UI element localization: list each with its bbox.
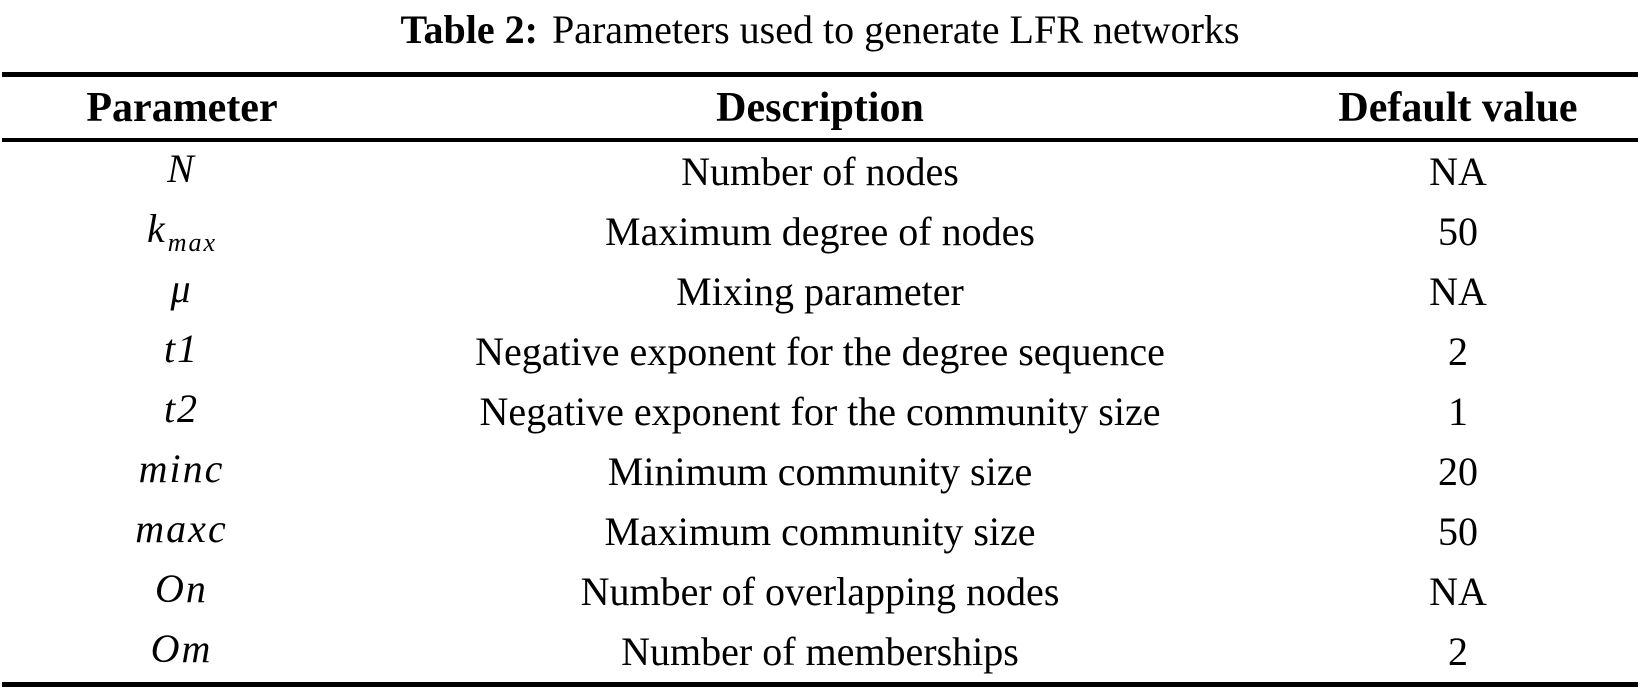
table-caption-label: Table 2: xyxy=(400,7,538,52)
table-row: t1 Negative exponent for the degree sequ… xyxy=(2,322,1638,382)
table-header-row: Parameter Description Default value xyxy=(2,77,1638,138)
table-caption: Table 2: Parameters used to generate LFR … xyxy=(0,6,1640,54)
param-name: k xyxy=(146,205,167,251)
param-cell: t2 xyxy=(2,385,362,436)
table-top-rule xyxy=(2,72,1638,77)
table-caption-text: Parameters used to generate LFR networks xyxy=(551,7,1240,52)
table-row: On Number of overlapping nodes NA xyxy=(2,562,1638,622)
parameters-table: Parameter Description Default value N Nu… xyxy=(2,72,1638,687)
param-name: minc xyxy=(138,445,225,491)
table-row: kmax Maximum degree of nodes 50 xyxy=(2,202,1638,262)
default-value-cell: 50 xyxy=(1438,209,1478,254)
param-cell: kmax xyxy=(2,205,362,257)
param-name: t1 xyxy=(163,325,200,371)
table-row: Om Number of memberships 2 xyxy=(2,622,1638,682)
param-name: t2 xyxy=(163,385,200,431)
default-value-cell: NA xyxy=(1429,569,1487,614)
param-cell: maxc xyxy=(2,505,362,556)
default-value-cell: 1 xyxy=(1448,389,1468,434)
param-name: N xyxy=(167,145,196,191)
header-parameter: Parameter xyxy=(86,84,278,131)
default-value-cell: 50 xyxy=(1438,509,1478,554)
param-cell: N xyxy=(2,145,362,196)
table-row: minc Minimum community size 20 xyxy=(2,442,1638,502)
table-header-rule xyxy=(2,138,1638,142)
param-name: maxc xyxy=(135,505,228,551)
default-value-cell: NA xyxy=(1429,269,1487,314)
param-name: μ xyxy=(170,265,193,311)
description-cell: Number of nodes xyxy=(681,149,959,194)
table-row: N Number of nodes NA xyxy=(2,142,1638,202)
description-cell: Maximum community size xyxy=(604,509,1036,554)
default-value-cell: NA xyxy=(1429,149,1487,194)
table-row: maxc Maximum community size 50 xyxy=(2,502,1638,562)
table-row: t2 Negative exponent for the community s… xyxy=(2,382,1638,442)
param-name: Om xyxy=(150,625,213,671)
param-cell: On xyxy=(2,565,362,616)
description-cell: Negative exponent for the community size xyxy=(479,389,1161,434)
description-cell: Negative exponent for the degree sequenc… xyxy=(475,329,1165,374)
description-cell: Mixing parameter xyxy=(676,269,964,314)
default-value-cell: 2 xyxy=(1448,629,1468,674)
header-default-value: Default value xyxy=(1338,84,1578,131)
description-cell: Maximum degree of nodes xyxy=(605,209,1035,254)
param-cell: t1 xyxy=(2,325,362,376)
default-value-cell: 2 xyxy=(1448,329,1468,374)
description-cell: Minimum community size xyxy=(607,449,1033,494)
default-value-cell: 20 xyxy=(1438,449,1478,494)
param-subscript: max xyxy=(167,227,218,257)
param-cell: μ xyxy=(2,265,362,316)
description-cell: Number of overlapping nodes xyxy=(580,569,1060,614)
description-cell: Number of memberships xyxy=(621,629,1019,674)
param-name: On xyxy=(155,565,208,611)
param-cell: minc xyxy=(2,445,362,496)
table-row: μ Mixing parameter NA xyxy=(2,262,1638,322)
header-description: Description xyxy=(716,84,924,131)
param-cell: Om xyxy=(2,625,362,676)
table-bottom-rule xyxy=(2,682,1638,687)
